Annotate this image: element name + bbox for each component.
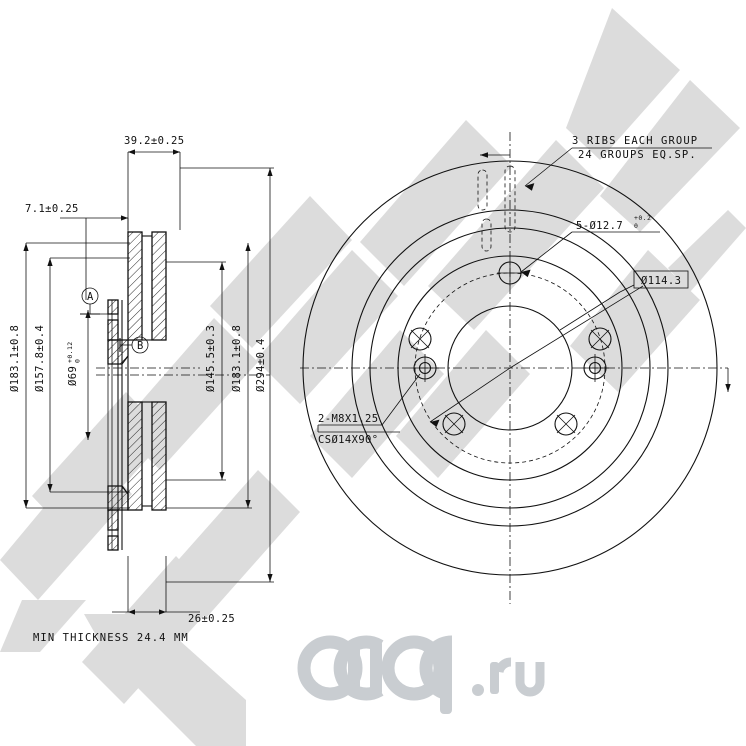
datum-symbol-a: [80, 287, 118, 315]
dim-69-label: Ø69: [67, 366, 79, 386]
min-thickness-note: MIN THICKNESS 24.4 MM: [33, 632, 189, 644]
face-view: [300, 132, 731, 604]
datum-symbol-b: [119, 336, 149, 354]
pcd-note: Ø114.3: [641, 275, 681, 287]
bolt-hole-tol-lower: 0: [634, 222, 638, 230]
lug-hole: [442, 412, 466, 436]
thread-note-line2: CSØ14X90°: [318, 434, 379, 446]
dim-26-label: 26±0.25: [188, 613, 235, 625]
dim-157-8-label: Ø157.8±0.4: [34, 325, 46, 392]
thread-hole: [411, 354, 439, 382]
abcp-watermark: [297, 635, 545, 714]
lug-holes: [408, 260, 612, 436]
thread-holes: [411, 354, 609, 382]
dim-294-label: Ø294±0.4: [255, 338, 267, 392]
dim-183-1-left-label: Ø183.1±0.8: [9, 325, 21, 392]
hub-section: [107, 299, 129, 551]
ribs-note-line1: 3 RIBS EACH GROUP: [572, 135, 698, 147]
vane-ribs: [477, 165, 516, 252]
datum-a-label: A: [87, 291, 94, 303]
ribs-note-line2: 24 GROUPS EQ.SP.: [578, 149, 697, 161]
thread-hole: [581, 354, 609, 382]
dim-69-group: Ø69 +0.12 0: [66, 341, 82, 386]
dim-69-tol-lower: 0: [74, 359, 82, 363]
dim-39-2-label: 39.2±0.25: [124, 135, 185, 147]
datum-b-label: B: [137, 340, 144, 352]
lug-hole: [554, 412, 578, 436]
bolt-hole-note: 5-Ø12.7: [576, 220, 623, 232]
face-annotation-leaders: [317, 147, 712, 433]
dim-69-tol-upper: +0.12: [66, 341, 74, 363]
lug-hole: [408, 327, 432, 351]
thread-note-line1: 2-M8X1.25: [318, 413, 379, 425]
pcd-leader-line: [509, 285, 644, 369]
friction-ring-section: [127, 231, 167, 511]
bolt-hole-tol-upper: +0.2: [634, 214, 651, 222]
dim-183-1-right-label: Ø183.1±0.8: [231, 325, 243, 392]
dim-7-1-label: 7.1±0.25: [25, 203, 79, 215]
lug-hole: [497, 260, 523, 286]
yenmak-watermark-glyphs: [0, 8, 746, 746]
lug-hole: [588, 327, 612, 351]
section-dimension-lines: [23, 149, 274, 615]
section-view: [96, 231, 270, 551]
dim-145-5-label: Ø145.5±0.3: [205, 325, 217, 392]
